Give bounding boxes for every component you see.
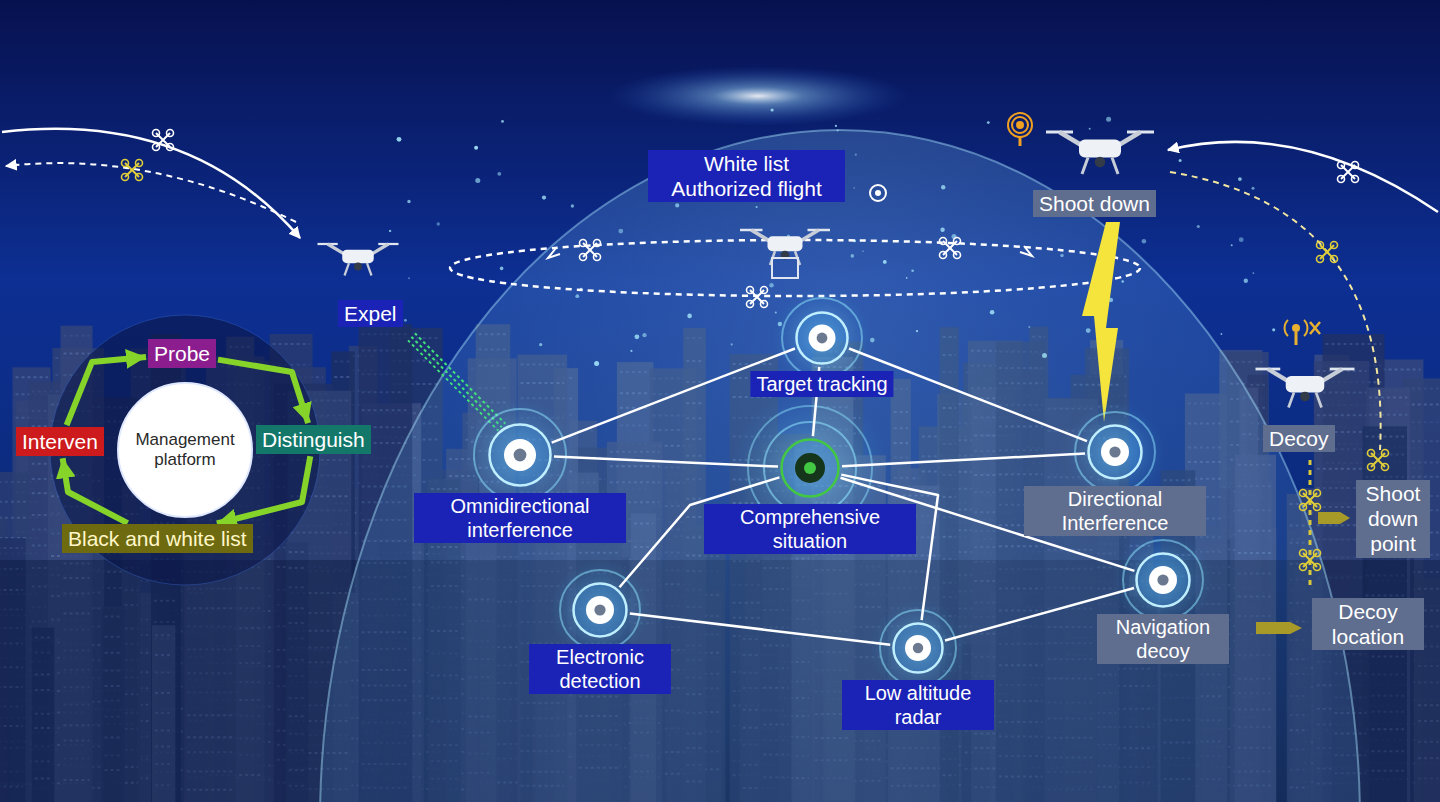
building-windows	[334, 376, 352, 378]
building-windows	[334, 360, 352, 362]
building-windows	[1250, 384, 1265, 386]
building-windows	[1406, 461, 1440, 463]
building-windows	[273, 343, 310, 345]
building-windows	[1406, 404, 1440, 406]
building-windows	[1406, 476, 1440, 478]
building-windows	[1406, 440, 1440, 442]
building-windows	[1406, 421, 1440, 423]
building-windows	[16, 376, 48, 378]
building-windows	[1406, 387, 1440, 389]
building-windows	[1230, 361, 1266, 363]
